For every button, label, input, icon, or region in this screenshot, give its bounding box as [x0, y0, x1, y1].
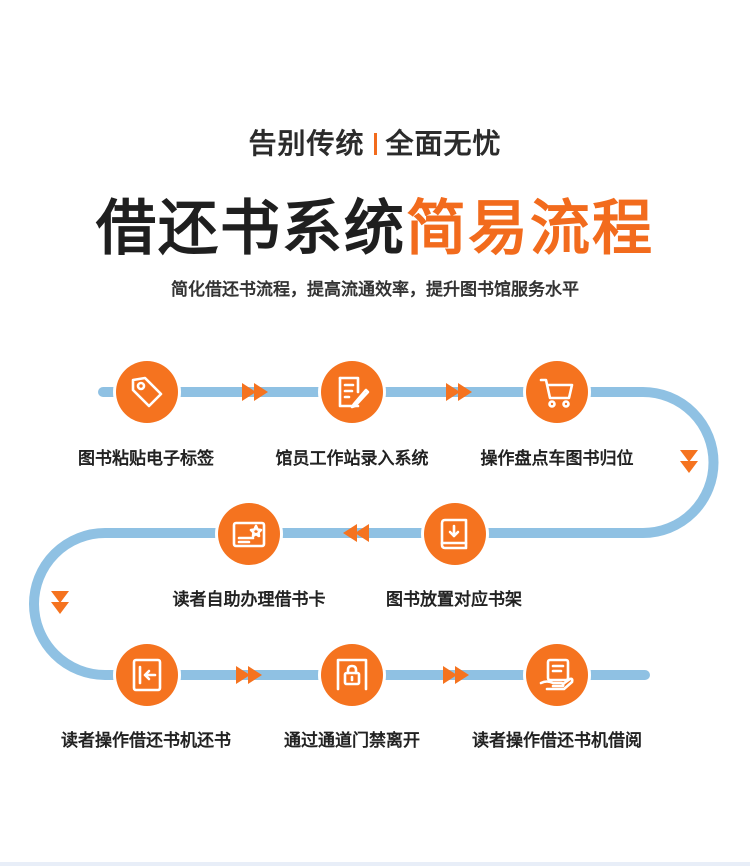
flow-arrow: [242, 383, 268, 401]
lock-gate-icon: [336, 658, 368, 691]
bottom-band: [0, 862, 750, 866]
return-machine-icon: [132, 658, 162, 692]
step-label: 读者操作借还书机还书: [61, 731, 231, 751]
step-label: 通过通道门禁离开: [284, 731, 420, 751]
flow-arrow: [680, 450, 698, 473]
flow-arrow: [236, 666, 262, 684]
step-node: [526, 644, 588, 706]
cart-icon: [539, 378, 574, 408]
flow-line: [29, 387, 719, 680]
step-node: [218, 503, 280, 565]
title-accent: 简易流程: [406, 194, 654, 264]
step-label: 馆员工作站录入系统: [275, 449, 429, 469]
eyebrow-right: 全面无忧: [385, 127, 502, 160]
step-node: [526, 361, 588, 423]
edit-document-icon: [338, 376, 370, 409]
step-label: 图书粘贴电子标签: [78, 449, 214, 469]
step-label: 读者自助办理借书卡: [172, 590, 326, 610]
page-subtitle: 简化借还书流程，提高流通效率，提升图书馆服务水平: [171, 280, 579, 300]
eyebrow-divider: [373, 133, 377, 155]
eyebrow-left: 告别传统: [248, 127, 365, 160]
book-icon: [440, 518, 468, 550]
step-node: [116, 361, 178, 423]
card-icon: [232, 521, 266, 548]
step-node: [116, 644, 178, 706]
page-title: 借还书系统简易流程: [0, 180, 750, 267]
step-node: [424, 503, 486, 565]
step-label: 操作盘点车图书归位: [480, 449, 634, 469]
borrow-hand-icon: [539, 658, 574, 691]
step-node: [321, 644, 383, 706]
header-eyebrow: 告别传统全面无忧: [0, 122, 750, 162]
flow-arrow: [446, 383, 472, 401]
step-label: 图书放置对应书架: [386, 590, 522, 610]
tag-icon: [131, 376, 163, 408]
flow-arrow: [443, 666, 469, 684]
step-node: [321, 361, 383, 423]
flow-arrow: [51, 591, 69, 614]
flow-arrow: [343, 524, 369, 542]
title-main: 借还书系统: [96, 194, 406, 264]
step-label: 读者操作借还书机借阅: [472, 731, 642, 751]
